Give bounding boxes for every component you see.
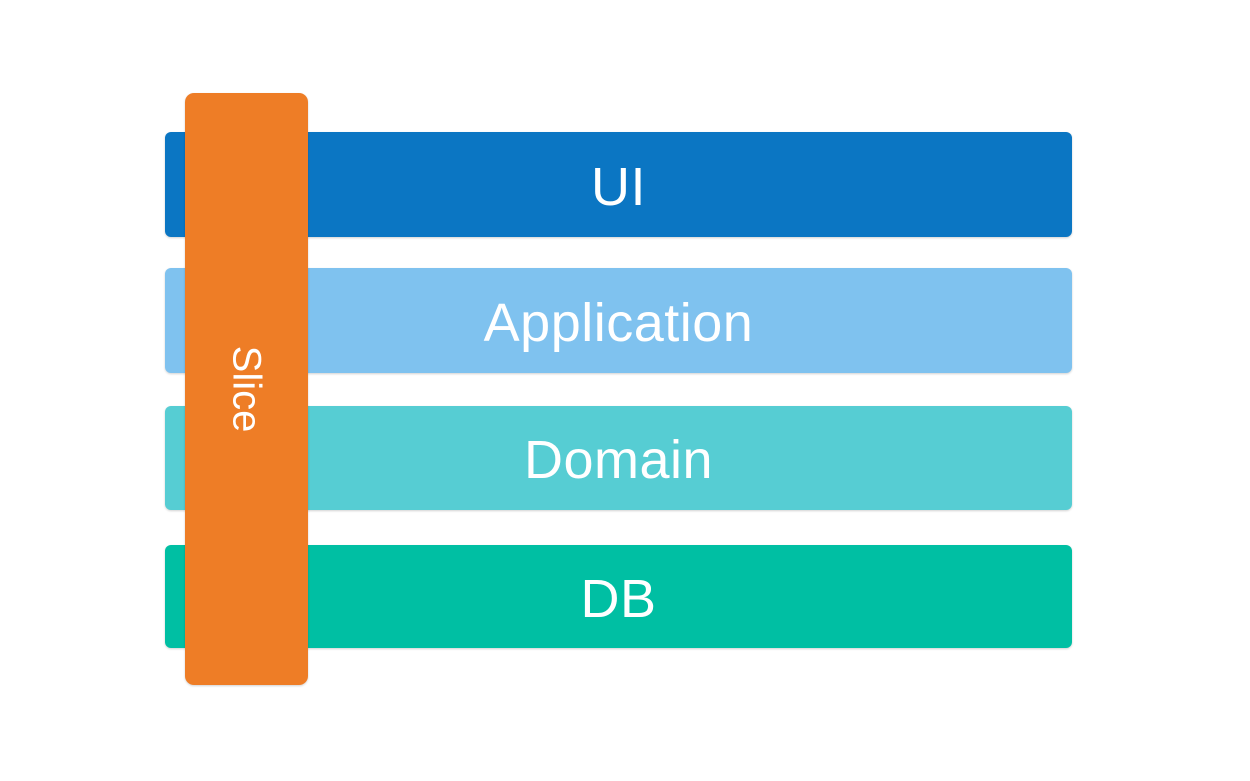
layer-label-application: Application [483,292,754,353]
layer-label-ui: UI [591,156,646,217]
layer-bar-ui: UI [165,132,1072,237]
layer-label-db: DB [580,568,657,629]
layer-label-domain: Domain [523,430,714,490]
layer-bar-application: Application [165,268,1072,373]
slice-label: Slice [224,345,269,433]
layer-bar-domain: Domain [165,406,1072,510]
slice-bar: Slice [185,93,308,685]
layer-bar-db: DB [165,545,1072,648]
